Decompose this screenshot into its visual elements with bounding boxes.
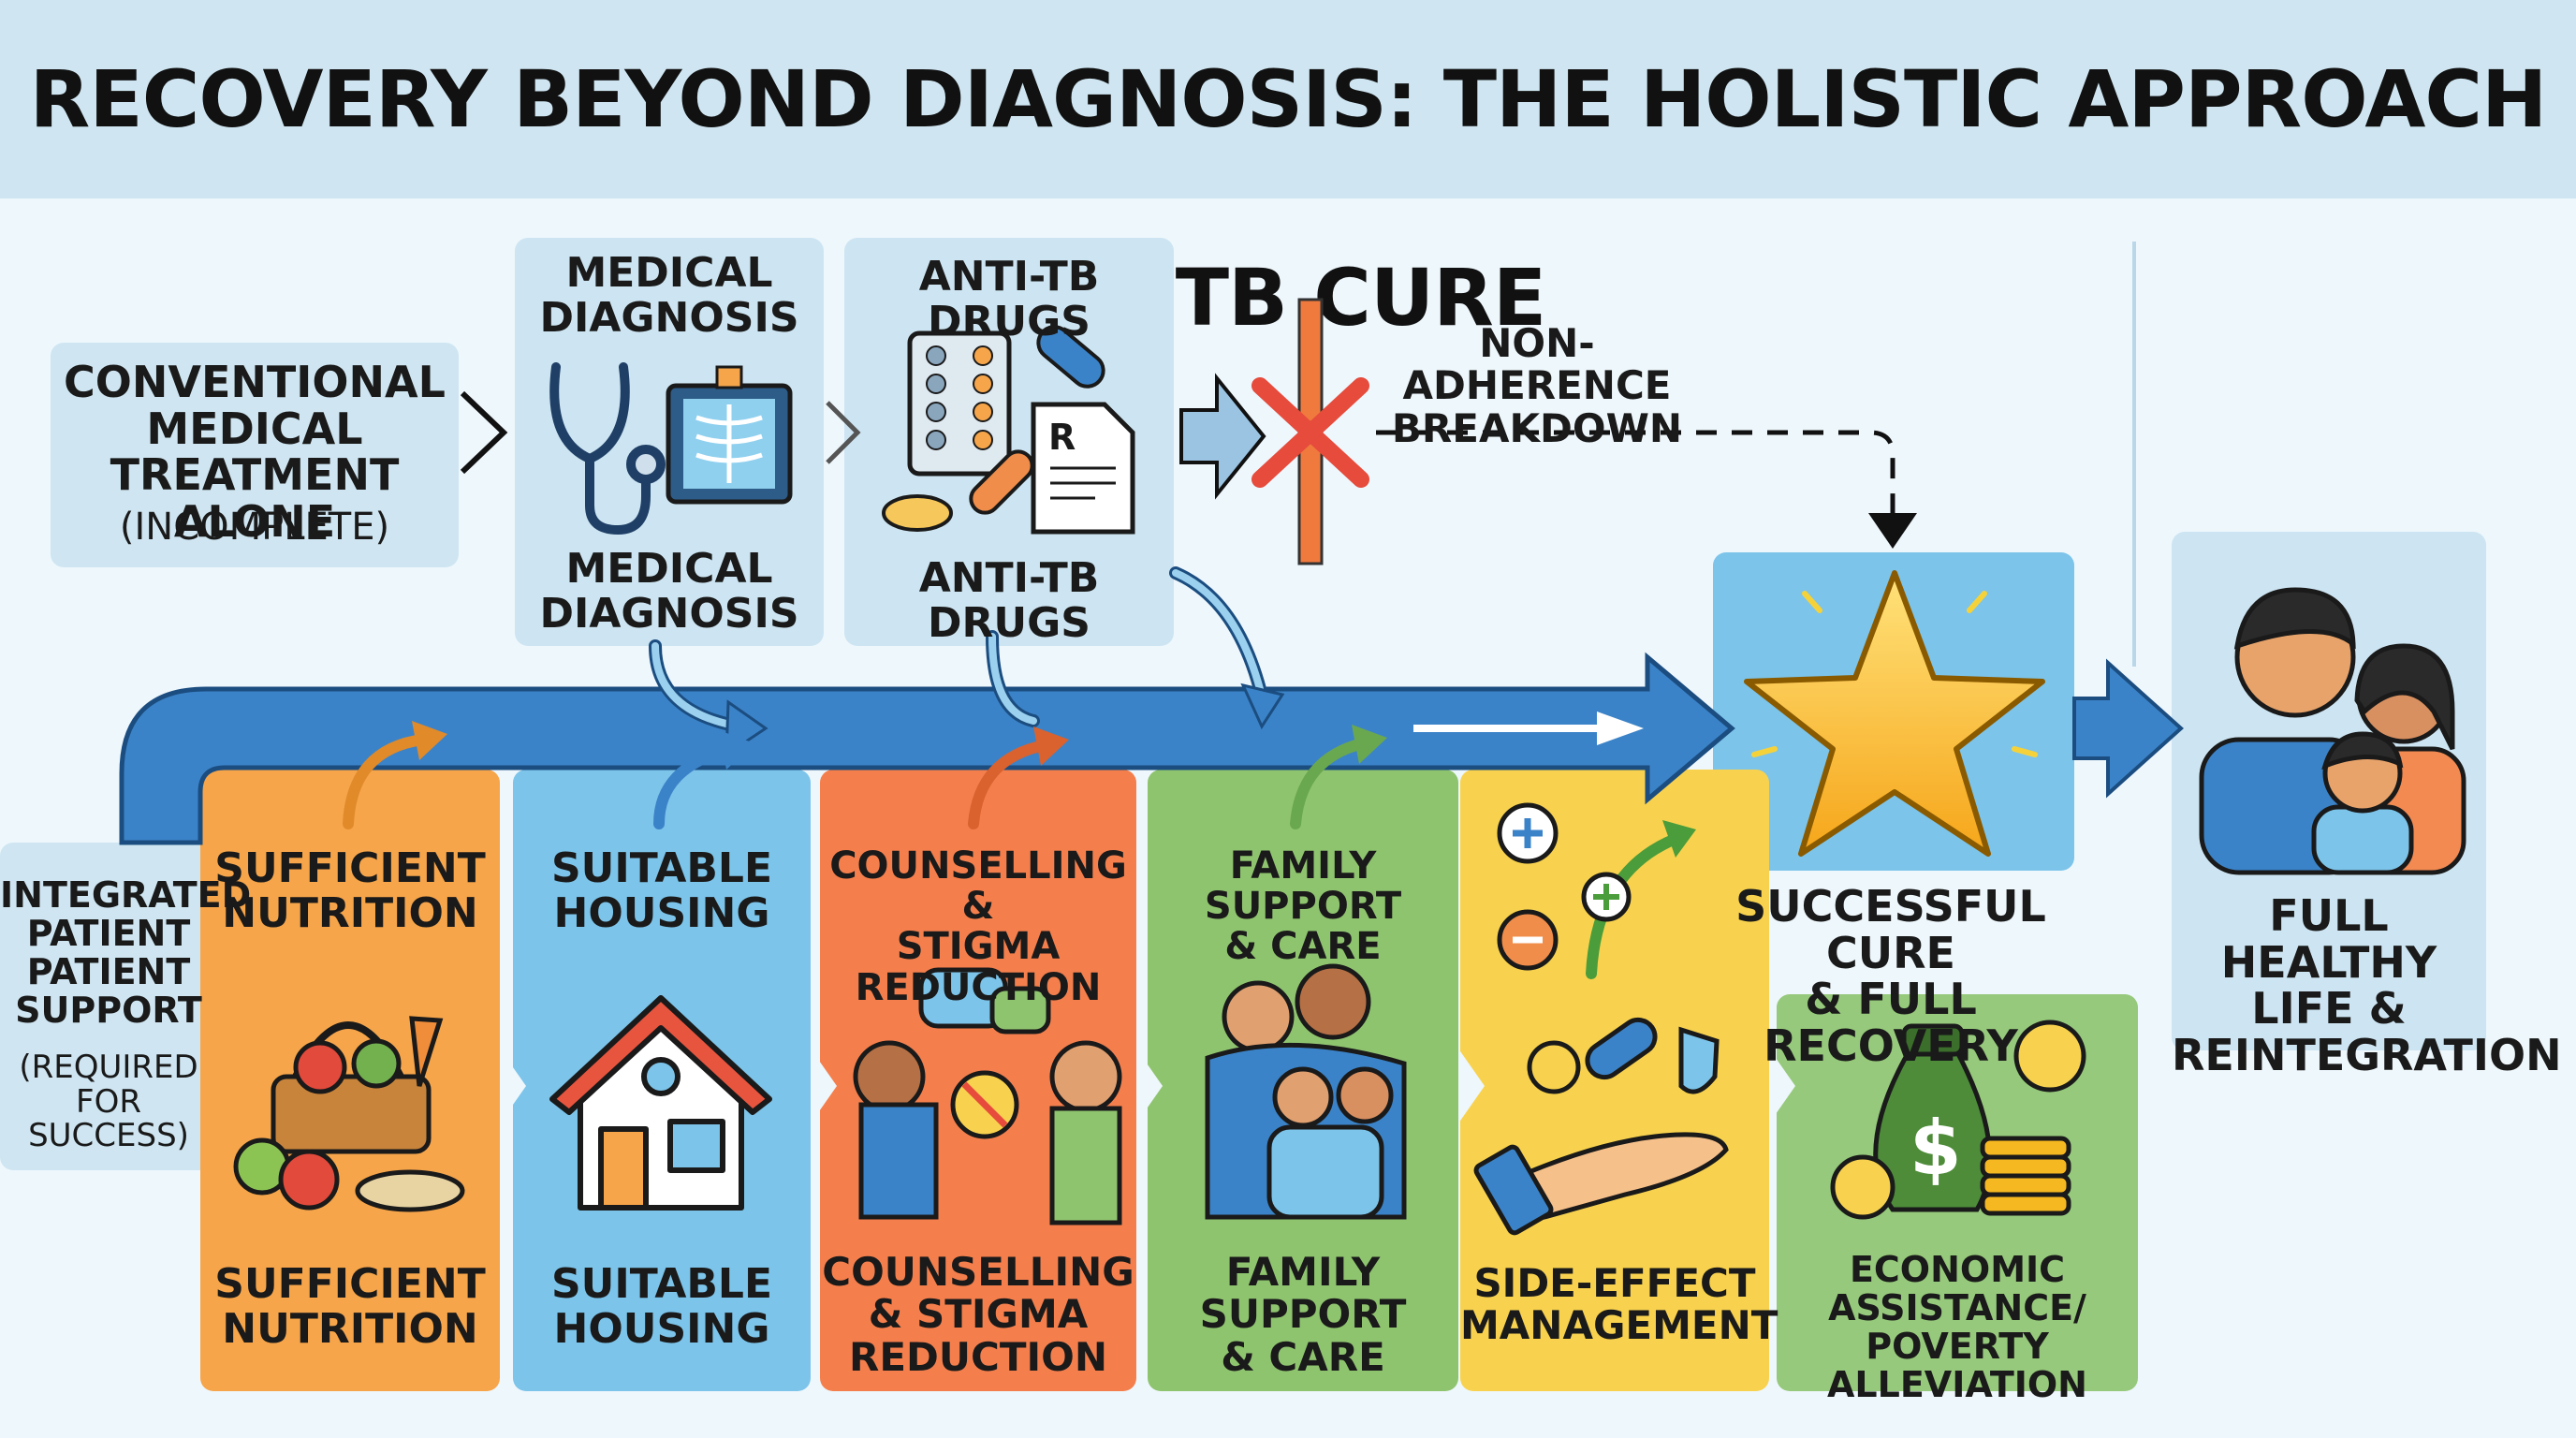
drugs-curve-arrow — [1169, 566, 1266, 696]
plus-minus-icon — [1497, 802, 1632, 971]
hand-medicine-icon — [1473, 1017, 1729, 1236]
housing-up-arrow — [653, 743, 736, 829]
family-up-arrow — [1290, 738, 1368, 829]
nutrition-up-arrow — [343, 734, 429, 829]
flow-highlight-head — [1597, 712, 1644, 745]
support-column-side-effect — [1460, 770, 1769, 1391]
support-economic-bottom: ECONOMIC ASSISTANCE/ POVERTY ALLEVIATION — [1827, 1249, 2087, 1406]
family-hug-icon — [1205, 963, 1407, 1220]
diagnosis-label-bottom: MEDICAL DIAGNOSIS — [539, 545, 799, 638]
conventional-box — [51, 343, 459, 567]
support-counselling-bottom: COUNSELLING & STIGMA REDUCTION — [822, 1249, 1134, 1380]
pill-tray-icon — [907, 330, 1012, 477]
integrated-note: (REQUIRED FOR SUCCESS) — [19, 1049, 198, 1155]
food-basket-icon — [233, 1016, 465, 1212]
svg-text:$: $ — [1910, 1105, 1962, 1192]
support-nutrition-top: SUFFICIENT NUTRITION — [214, 844, 486, 937]
dashed-arrow-to-cure — [1376, 430, 1895, 524]
flow-arrow-to-outcome — [2072, 658, 2184, 799]
dashed-arrowhead — [1868, 513, 1917, 549]
money-bag-icon: $ — [1830, 1020, 2086, 1220]
counselling-icon — [853, 967, 1122, 1225]
breakdown-label: NON-ADHERENCE BREAKDOWN — [1391, 320, 1683, 451]
support-nutrition-bottom: SUFFICIENT NUTRITION — [214, 1260, 486, 1353]
integrated-box — [0, 843, 227, 1170]
support-counselling-top: COUNSELLING & STIGMA REDUCTION — [829, 844, 1127, 1009]
svg-text:R: R — [1048, 417, 1076, 458]
conventional-note: (INCOMPLETE) — [119, 506, 390, 549]
support-family-top: FAMILY SUPPORT & CARE — [1204, 844, 1402, 969]
support-housing-top: SUITABLE HOUSING — [550, 844, 773, 937]
support-housing-bottom: SUITABLE HOUSING — [550, 1260, 773, 1353]
main-flow-arrow — [119, 652, 1735, 845]
page-title: RECOVERY BEYOND DIAGNOSIS: THE HOLISTIC … — [29, 53, 2548, 344]
flow-arrow-to-breakdown — [1179, 373, 1266, 500]
drugs-label-bottom: ANTI-TB DRUGS — [918, 554, 1100, 647]
chevron-arrow-1 — [460, 390, 508, 475]
capsule-icon — [882, 325, 1105, 532]
star-icon — [1744, 570, 2045, 857]
house-icon — [549, 995, 772, 1211]
support-family-bottom: FAMILY SUPPORT & CARE — [1199, 1249, 1407, 1380]
stethoscope-icon — [549, 362, 666, 536]
chevron-arrow-2 — [826, 401, 861, 464]
counselling-up-arrow — [968, 740, 1050, 829]
conventional-label: CONVENTIONAL MEDICAL TREATMENT ALONE — [64, 357, 446, 548]
prescription-icon: R — [1031, 402, 1135, 535]
title-bar — [0, 0, 2576, 198]
red-x-icon — [1251, 377, 1369, 488]
cure-label: SUCCESSFUL CURE & FULL RECOVERY — [1735, 881, 2046, 1072]
support-side-effect-bottom: SIDE-EFFECT MANAGEMENT — [1460, 1260, 1778, 1349]
xray-icon — [666, 365, 793, 505]
drugs-label-top: ANTI-TB DRUGS — [918, 253, 1100, 345]
integrated-title: INTEGRATED PATIENT PATIENT SUPPORT — [0, 874, 252, 1032]
family-icon — [2199, 587, 2466, 875]
diagnosis-label-top: MEDICAL DIAGNOSIS — [539, 249, 799, 342]
outcome-label: FULL HEALTHY LIFE & REINTEGRATION — [2172, 890, 2562, 1081]
